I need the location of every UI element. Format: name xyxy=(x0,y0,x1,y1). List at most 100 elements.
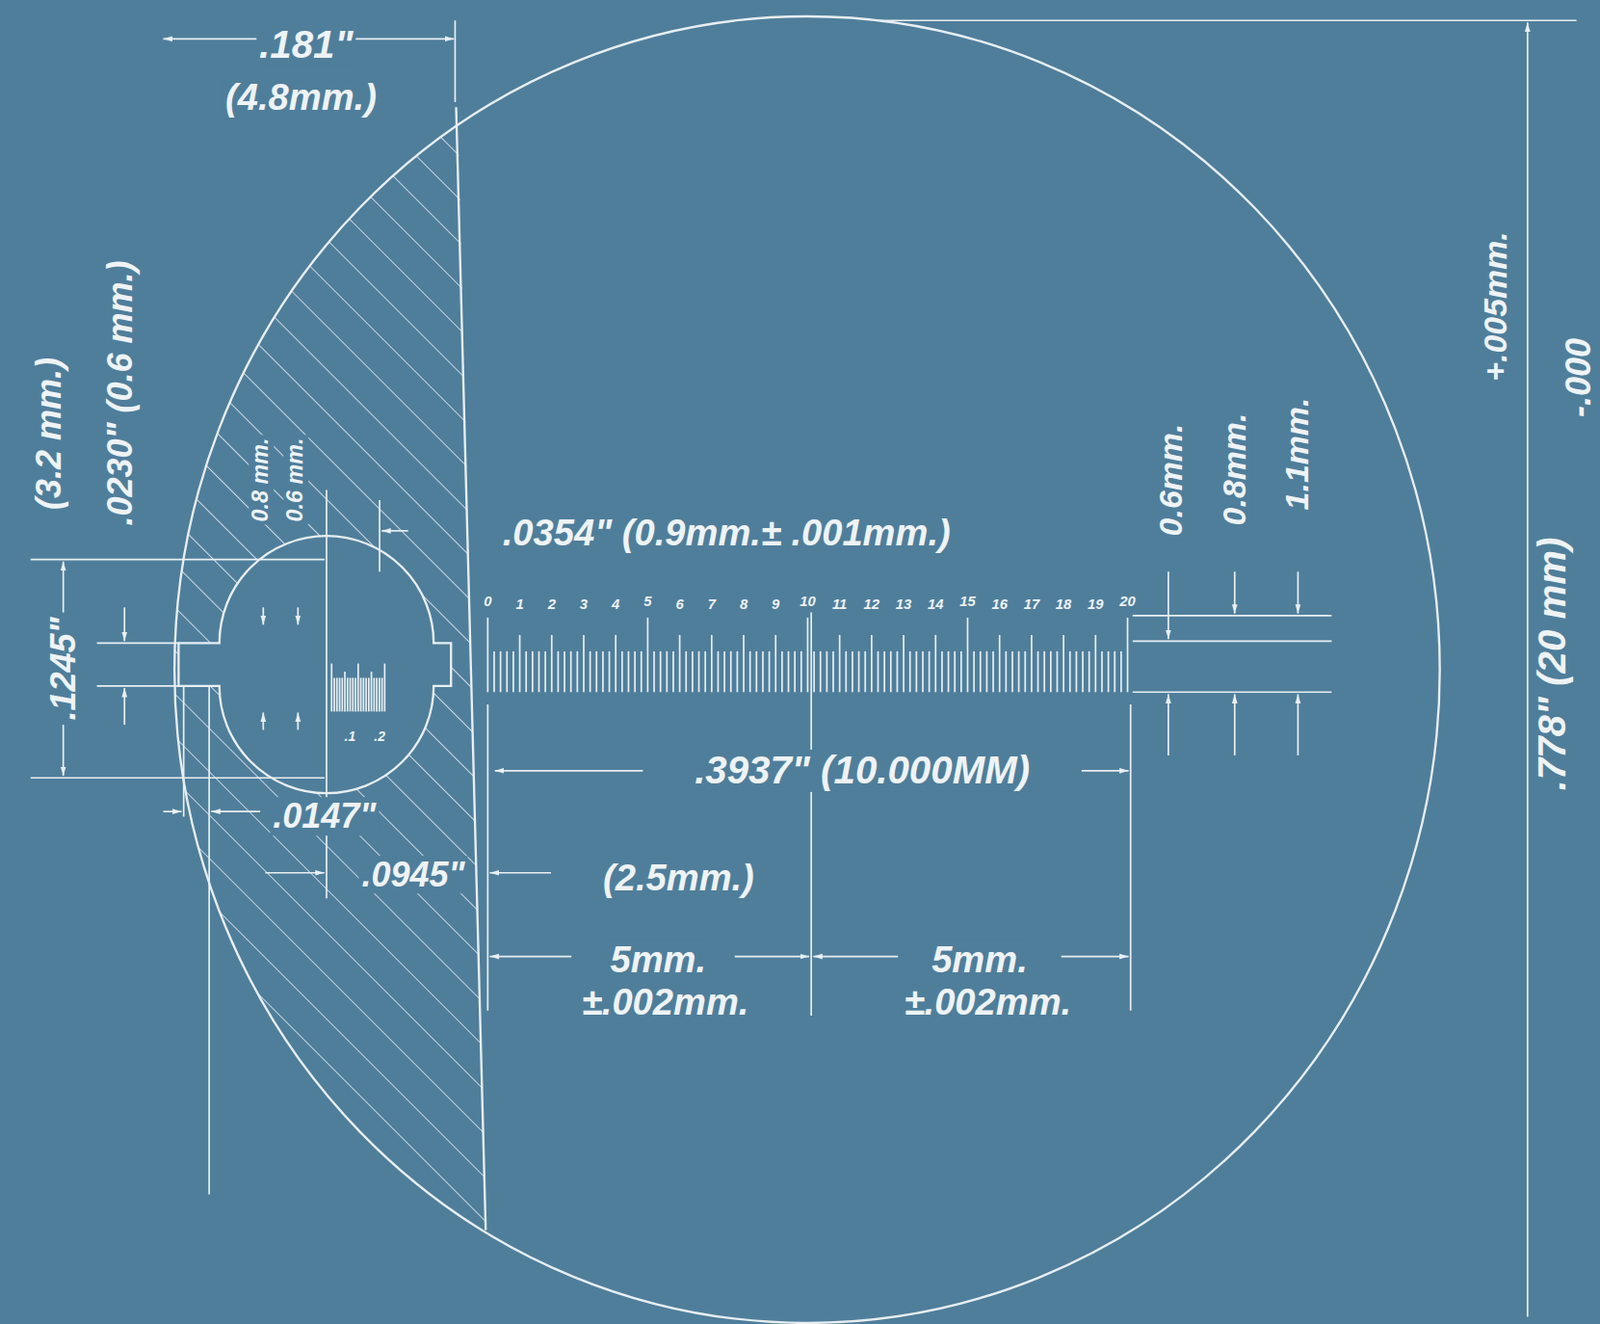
scale-tick xyxy=(736,651,739,692)
scale-tick xyxy=(916,651,919,692)
scale-tick xyxy=(793,651,796,692)
scale-tick xyxy=(928,651,931,692)
scale-tick xyxy=(659,651,662,692)
scale-tick xyxy=(844,651,847,692)
scale-tick xyxy=(519,634,522,692)
scale-tick xyxy=(512,651,515,692)
scale-tick xyxy=(826,651,829,692)
scale-tick xyxy=(576,651,578,692)
scale-tick xyxy=(755,651,758,692)
scale-tick xyxy=(730,651,733,692)
scale-tick xyxy=(953,651,956,692)
scale-tick xyxy=(1075,651,1078,692)
scale-tick xyxy=(986,651,989,692)
scale-tick xyxy=(787,651,790,692)
dimension-label: ±.002mm. xyxy=(901,981,1076,1023)
scale-tick xyxy=(378,677,381,711)
scale-tick xyxy=(487,617,490,692)
scale-tick xyxy=(1088,651,1091,692)
scale-tick xyxy=(858,651,861,692)
scale-tick xyxy=(550,634,553,692)
scale-tick xyxy=(1113,651,1116,692)
dimension-label: 5mm. xyxy=(606,939,709,980)
scale-number: 1 xyxy=(515,596,524,612)
dimension-label: 5mm. xyxy=(928,939,1031,980)
scale-tick xyxy=(563,651,566,692)
scale-tick xyxy=(538,651,541,692)
scale-tick xyxy=(570,651,573,692)
scale-tick xyxy=(628,651,630,692)
scale-tick xyxy=(582,634,585,692)
hole-outline xyxy=(178,535,451,793)
scale-tick xyxy=(698,651,701,692)
scale-number: 7 xyxy=(708,596,716,612)
dimension-label: .0354" (0.9mm.± .001mm.) xyxy=(499,512,954,553)
scale-tick xyxy=(813,651,815,692)
dimension-label: (4.8mm.) xyxy=(222,77,380,118)
scale-number: 5 xyxy=(643,593,652,609)
scale-tick xyxy=(370,671,373,711)
scale-tick xyxy=(691,651,694,692)
dimension-label: .0945" xyxy=(358,855,468,894)
scale-tick xyxy=(608,651,611,692)
scale-tick xyxy=(768,651,771,692)
dimension-label: (3.2 mm.) xyxy=(29,354,69,513)
scale-tick xyxy=(781,651,784,692)
scale-tick xyxy=(960,651,963,692)
scale-tick xyxy=(1049,651,1052,692)
scale-number: 20 xyxy=(1119,593,1136,609)
scale-tick xyxy=(384,663,387,712)
scale-tick xyxy=(339,677,341,711)
scale-tick xyxy=(1127,617,1129,692)
scale-tick xyxy=(524,651,527,692)
scale-tick xyxy=(362,677,365,711)
scale-tick xyxy=(704,651,707,692)
scale-ticks xyxy=(331,617,1128,711)
scale-tick xyxy=(832,651,835,692)
scale-tick xyxy=(749,651,752,692)
dimension-label: 0.6 mm. xyxy=(283,434,309,525)
dimension-label: .3937" (10.000MM) xyxy=(691,749,1033,792)
scale-tick xyxy=(372,677,375,711)
scale-tick xyxy=(1043,651,1046,692)
scale-tick xyxy=(589,651,592,692)
scale-tick xyxy=(621,651,624,692)
scale-tick xyxy=(1018,651,1021,692)
scale-number: .1 xyxy=(344,729,356,744)
scale-number: 18 xyxy=(1055,596,1073,612)
scale-tick xyxy=(896,651,899,692)
scale-tick xyxy=(360,677,363,711)
dimension-label: 0.6mm. xyxy=(1153,420,1189,540)
scale-tick xyxy=(1030,634,1033,692)
scale-tick xyxy=(340,677,343,711)
scale-tick xyxy=(505,651,508,692)
scale-tick xyxy=(921,651,924,692)
dimension-label: ±.002mm. xyxy=(578,981,753,1023)
scale-tick xyxy=(531,651,534,692)
scale-tick xyxy=(1062,634,1065,692)
scale-number: 6 xyxy=(675,596,683,612)
scale-tick xyxy=(365,677,368,711)
scale-tick xyxy=(1101,651,1103,692)
scale-tick xyxy=(902,634,905,692)
scale-tick xyxy=(819,651,822,692)
dimension-label: .1245" xyxy=(44,613,83,723)
scale-tick xyxy=(870,634,873,692)
scale-number: 12 xyxy=(864,596,881,612)
scale-tick xyxy=(972,651,975,692)
scale-number: 4 xyxy=(611,596,620,612)
scale-tick xyxy=(595,651,598,692)
scale-number: 0 xyxy=(483,593,492,609)
dimension-label: .778" (20 mm) xyxy=(1531,533,1574,793)
scale-number: 17 xyxy=(1023,596,1041,612)
dimension-label: -.000 xyxy=(1559,335,1599,420)
scale-tick xyxy=(1107,651,1110,692)
scale-number: 9 xyxy=(771,596,780,612)
scale-tick xyxy=(499,651,502,692)
dimension-label: .181" xyxy=(256,23,356,66)
scale-tick xyxy=(717,651,720,692)
scale-number: 8 xyxy=(739,596,748,612)
scale-tick xyxy=(665,651,668,692)
scale-number: 3 xyxy=(579,596,588,612)
